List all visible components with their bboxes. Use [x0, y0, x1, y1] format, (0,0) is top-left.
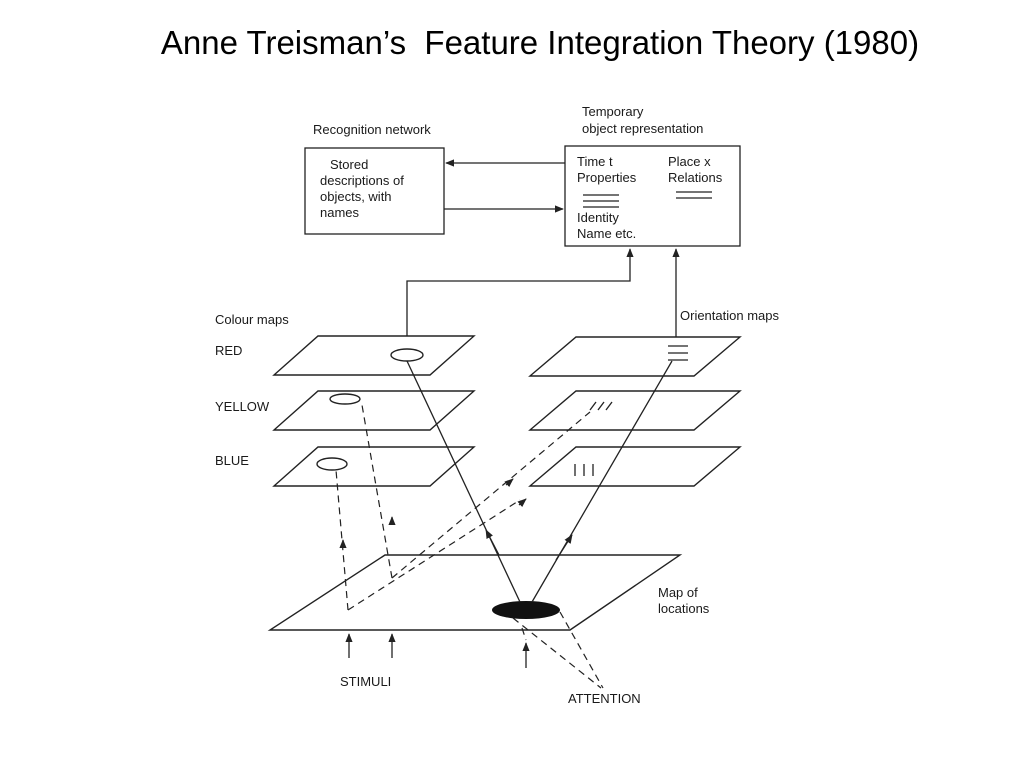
- name-text: Name etc.: [577, 226, 636, 241]
- diagonal-bars-feature: [589, 401, 613, 411]
- time-text: Time t: [577, 154, 613, 169]
- recognition-network-line-1: Stored: [330, 157, 368, 172]
- stimuli-label: STIMULI: [340, 674, 391, 689]
- temp-representation-label-2: object representation: [582, 121, 703, 136]
- blue-label: BLUE: [215, 453, 249, 468]
- attention-link-red: [406, 360, 521, 603]
- orientation-maps-label: Orientation maps: [680, 308, 779, 323]
- identity-text: Identity: [577, 210, 619, 225]
- attention-dashed-lines: [512, 611, 604, 689]
- vertical-bars-feature: [574, 464, 594, 476]
- relations-text: Relations: [668, 170, 723, 185]
- yellow-map-feature: [329, 393, 361, 405]
- attention-link-orientation: [531, 360, 673, 603]
- blue-map-plane: [272, 446, 476, 487]
- attention-label: ATTENTION: [568, 691, 641, 706]
- attention-arrow-up-left: [485, 529, 500, 556]
- recognition-network-label: Recognition network: [313, 122, 431, 137]
- orientation-map-horizontal: [528, 336, 742, 377]
- location-map-label-2: locations: [658, 601, 710, 616]
- red-map-plane: [272, 335, 476, 376]
- recognition-network-line-3: objects, with: [320, 189, 392, 204]
- red-map-feature: [390, 348, 424, 362]
- location-map-label-1: Map of: [658, 585, 698, 600]
- yellow-label: YELLOW: [215, 399, 270, 414]
- stimulus-dashed-pathways: [335, 404, 591, 611]
- blue-map-feature: [316, 457, 348, 471]
- recognition-network-line-4: names: [320, 205, 360, 220]
- attention-arrow-up-right: [555, 534, 573, 561]
- relations-lines: [676, 191, 712, 199]
- recognition-network-box: [304, 147, 445, 235]
- colour-maps-label: Colour maps: [215, 312, 289, 327]
- location-map-plane: [267, 554, 683, 631]
- orientation-map-vertical: [528, 446, 742, 487]
- properties-text: Properties: [577, 170, 637, 185]
- temp-representation-box: [564, 145, 741, 247]
- red-label: RED: [215, 343, 242, 358]
- temp-representation-label-1: Temporary: [582, 104, 644, 119]
- place-text: Place x: [668, 154, 711, 169]
- slide-title: Anne Treisman’s Feature Integration Theo…: [160, 24, 920, 61]
- yellow-map-plane: [272, 390, 476, 431]
- horizontal-bars-feature: [668, 345, 688, 361]
- orientation-map-diagonal: [528, 390, 742, 431]
- connector-colour-to-temp: [406, 248, 634, 352]
- attention-spotlight: [492, 601, 560, 619]
- recognition-network-line-2: descriptions of: [320, 173, 404, 188]
- properties-lines: [583, 194, 619, 208]
